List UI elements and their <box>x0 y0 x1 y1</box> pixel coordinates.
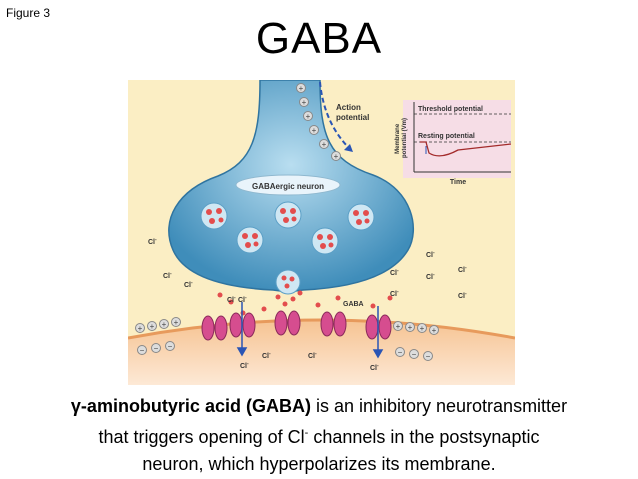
page-title: GABA <box>255 14 383 63</box>
vesicle <box>274 201 302 229</box>
action-potential-label: Action potential <box>336 103 369 122</box>
svg-text:−: − <box>426 352 431 361</box>
svg-text:+: + <box>162 320 167 329</box>
svg-text:+: + <box>150 322 155 331</box>
svg-text:Cl-: Cl- <box>262 351 271 360</box>
ion-channel <box>201 315 228 341</box>
svg-text:Time: Time <box>450 179 466 186</box>
svg-text:−: − <box>398 348 403 357</box>
svg-text:Cl-: Cl- <box>238 295 247 304</box>
svg-text:+: + <box>174 318 179 327</box>
gaba-molecules <box>217 290 393 316</box>
svg-text:Cl-: Cl- <box>370 363 379 372</box>
svg-text:+: + <box>299 84 304 93</box>
action-potential-arrow <box>319 81 354 153</box>
svg-text:Membrane potential (Vm): Membrane potential (Vm) <box>395 118 408 158</box>
svg-text:+: + <box>312 126 317 135</box>
membrane-charges: + + + + − − − + + + + − − − <box>135 317 439 361</box>
svg-text:+: + <box>432 326 437 335</box>
svg-text:−: − <box>140 346 145 355</box>
ion-channel <box>365 314 392 340</box>
caption-line2a: that triggers opening of Cl <box>98 427 305 447</box>
neuron-label: GABAergic neuron <box>252 182 324 191</box>
svg-text:−: − <box>412 350 417 359</box>
svg-text:Cl-: Cl- <box>308 351 317 360</box>
svg-text:Resting potential: Resting potential <box>418 133 475 140</box>
svg-text:+: + <box>306 112 311 121</box>
chloride-flow-arrows <box>236 302 384 359</box>
svg-text:Cl-: Cl- <box>227 295 236 304</box>
gaba-label: GABA <box>343 301 364 308</box>
svg-text:Cl-: Cl- <box>184 280 193 289</box>
vesicle <box>236 226 264 254</box>
caption: γ-aminobutyric acid (GABA) is an inhibit… <box>20 393 618 478</box>
svg-text:−: − <box>168 342 173 351</box>
vesicle <box>311 227 339 255</box>
vesicle <box>347 203 375 231</box>
fusing-vesicle <box>275 269 301 295</box>
ion-channel <box>320 311 347 337</box>
membrane-potential-graph: Threshold potential Resting potential Ti… <box>395 100 512 186</box>
svg-text:Cl-: Cl- <box>148 237 157 246</box>
svg-text:Cl-: Cl- <box>426 272 435 281</box>
figure-label: Figure 3 <box>6 6 51 20</box>
svg-text:Cl-: Cl- <box>390 289 399 298</box>
ion-channel <box>229 312 256 338</box>
svg-text:Cl-: Cl- <box>426 250 435 259</box>
caption-line1: is an inhibitory neurotransmitter <box>310 396 568 416</box>
vesicle <box>200 202 228 230</box>
svg-text:−: − <box>154 344 159 353</box>
svg-text:Cl-: Cl- <box>458 291 467 300</box>
ion-channel <box>274 310 301 336</box>
caption-sup: - <box>304 427 309 439</box>
chloride-ions: Cl- Cl- Cl- Cl- Cl- Cl- Cl- Cl- Cl- Cl- … <box>148 237 467 372</box>
caption-line3: neuron, which hyperpolarizes its membran… <box>142 454 496 474</box>
svg-text:Cl-: Cl- <box>458 265 467 274</box>
caption-bold: γ-aminobutyric acid (GABA) <box>70 396 311 416</box>
action-potential-charges: + + + + + + <box>296 83 341 161</box>
svg-text:+: + <box>396 322 401 331</box>
caption-line2b: channels in the postsynaptic <box>308 427 540 447</box>
svg-text:+: + <box>334 152 339 161</box>
svg-text:Cl-: Cl- <box>390 268 399 277</box>
svg-text:Cl-: Cl- <box>240 361 249 370</box>
svg-text:+: + <box>322 140 327 149</box>
svg-text:+: + <box>408 323 413 332</box>
svg-text:+: + <box>420 324 425 333</box>
svg-text:+: + <box>302 98 307 107</box>
svg-text:+: + <box>138 324 143 333</box>
gaba-synapse-diagram: GABAergic neuron <box>128 80 515 385</box>
svg-text:Cl-: Cl- <box>163 271 172 280</box>
svg-text:Threshold potential: Threshold potential <box>418 106 483 113</box>
